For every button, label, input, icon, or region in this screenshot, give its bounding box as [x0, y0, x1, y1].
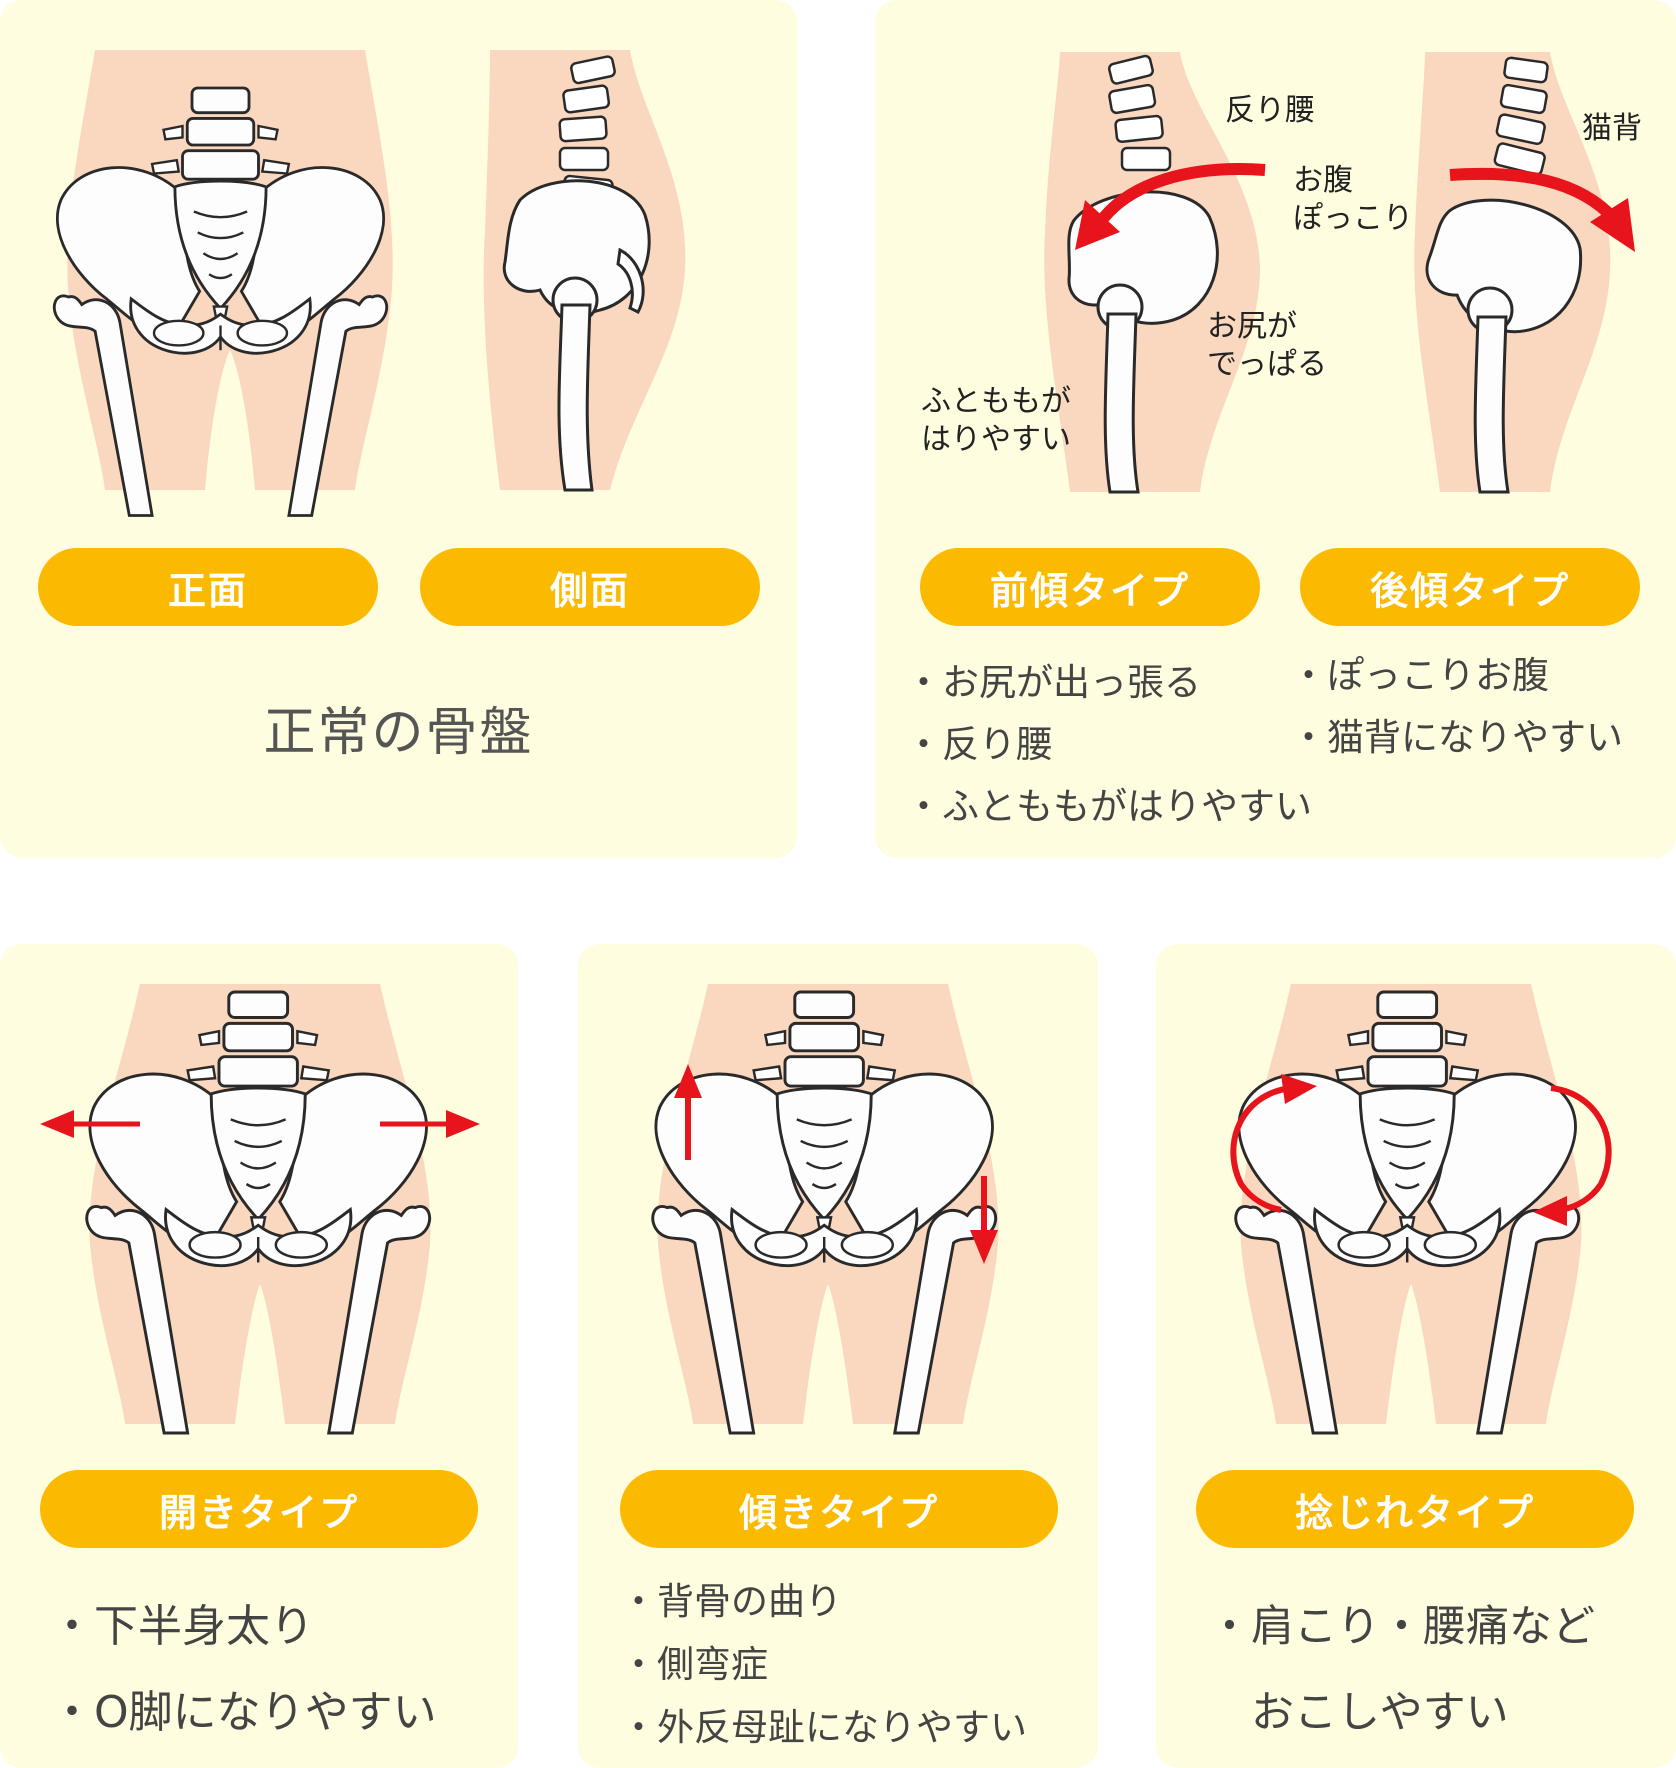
twist-arrows — [1230, 1074, 1612, 1226]
tilt-bullet-3: ・外反母趾になりやすい — [620, 1706, 1027, 1749]
normal-pelvis-panel: 正面 側面 正常の骨盤 — [0, 0, 797, 858]
open-arrows — [40, 1110, 480, 1138]
note-hip: お尻が でっぱる — [1207, 308, 1327, 384]
note-thigh: ふとももが はりやすい — [921, 383, 1071, 459]
anterior-tilt-bullets: ・お尻が出っ張る ・反り腰 ・ふとももがはりやすい — [905, 652, 1312, 838]
side-label: 側面 — [549, 568, 630, 613]
tilt-type-illustration — [651, 984, 999, 1435]
posterior-bullet-2: ・猫背になりやすい — [1290, 716, 1623, 759]
note-sway-back: 反り腰 — [1225, 93, 1315, 128]
open-type-panel: 開きタイプ ・下半身太り ・O脚になりやすい — [0, 944, 518, 1768]
tilt-type-bullets: ・背骨の曲り ・側弯症 ・外反母趾になりやすい — [620, 1570, 1027, 1759]
posterior-tilt-bullets: ・ぽっこりお腹 ・猫背になりやすい — [1290, 645, 1623, 769]
anterior-tilt-arrow — [1075, 163, 1266, 250]
twist-type-bullets: ・肩こり・腰痛など おこしやすい — [1208, 1584, 1595, 1756]
note-belly-line-2: ぽっこり — [1293, 201, 1413, 236]
front-label-pill: 正面 — [38, 548, 378, 626]
twist-type-label: 捻じれタイプ — [1294, 1490, 1535, 1535]
tilt-direction-panel: 反り腰 お腹 ぽっこり お尻が でっぱる ふとももが はりやすい 猫背 前傾タイ… — [875, 0, 1676, 858]
tilt-arrows — [674, 1064, 998, 1264]
note-thigh-line-2: はりやすい — [921, 422, 1071, 457]
twist-bullet-2: おこしやすい — [1208, 1688, 1509, 1738]
posterior-tilt-pill: 後傾タイプ — [1300, 548, 1640, 626]
tilt-type-label: 傾きタイプ — [738, 1490, 939, 1535]
twist-type-pill: 捻じれタイプ — [1196, 1470, 1634, 1548]
open-type-label: 開きタイプ — [158, 1490, 359, 1535]
tilt-type-pill: 傾きタイプ — [620, 1470, 1058, 1548]
open-bullet-2: ・O脚になりやすい — [50, 1687, 437, 1738]
note-hunchback: 猫背 — [1582, 111, 1642, 146]
open-type-illustration — [85, 984, 432, 1435]
open-bullet-1: ・下半身太り — [50, 1601, 314, 1652]
twist-type-panel: 捻じれタイプ ・肩こり・腰痛など おこしやすい — [1156, 944, 1676, 1768]
twist-type-illustration — [1234, 984, 1582, 1435]
side-label-pill: 側面 — [420, 548, 760, 626]
note-hip-line-1: お尻が — [1207, 309, 1297, 344]
tilt-type-panel: 傾きタイプ ・背骨の曲り ・側弯症 ・外反母趾になりやすい — [578, 944, 1098, 1768]
twist-bullet-1: ・肩こり・腰痛など — [1208, 1602, 1595, 1652]
tilt-bullet-2: ・側弯症 — [620, 1643, 768, 1686]
anterior-bullet-2: ・反り腰 — [905, 723, 1053, 766]
note-hip-line-2: でっぱる — [1207, 347, 1327, 382]
normal-caption: 正常の骨盤 — [263, 703, 534, 763]
tilt-bullet-1: ・背骨の曲り — [620, 1580, 842, 1623]
open-type-pill: 開きタイプ — [40, 1470, 478, 1548]
anterior-tilt-label: 前傾タイプ — [989, 568, 1190, 613]
posterior-bullet-1: ・ぽっこりお腹 — [1290, 654, 1549, 697]
anterior-tilt-pill: 前傾タイプ — [920, 548, 1260, 626]
front-label: 正面 — [167, 568, 248, 613]
anterior-bullet-3: ・ふとももがはりやすい — [905, 785, 1312, 828]
posterior-tilt-label: 後傾タイプ — [1369, 568, 1570, 613]
posterior-tilt-illustration — [1414, 52, 1611, 494]
posterior-tilt-arrow — [1449, 167, 1635, 252]
note-belly-line-1: お腹 — [1293, 163, 1353, 198]
open-type-bullets: ・下半身太り ・O脚になりやすい — [50, 1584, 437, 1756]
note-thigh-line-1: ふとももが — [921, 384, 1071, 419]
side-view-illustration — [483, 50, 686, 492]
note-belly: お腹 ぽっこり — [1293, 162, 1413, 238]
front-view-illustration — [52, 50, 393, 517]
anterior-bullet-1: ・お尻が出っ張る — [905, 661, 1201, 704]
